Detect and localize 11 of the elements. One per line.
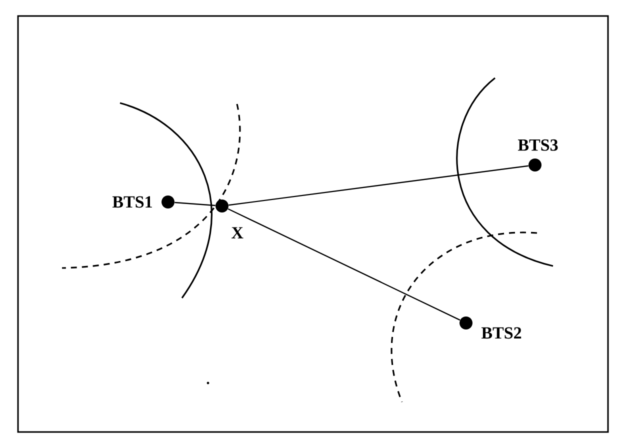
station-label: BTS1 (112, 196, 152, 208)
station-dot (216, 200, 228, 212)
station-dot (162, 196, 174, 208)
link-line (174, 202, 216, 206)
station-label: BTS3 (518, 139, 558, 151)
station-label: X (232, 227, 244, 238)
station-dot (528, 158, 542, 172)
link-line (228, 165, 528, 206)
station-dot (460, 316, 472, 330)
station-label: BTS2 (481, 327, 522, 339)
link-line (228, 208, 460, 321)
